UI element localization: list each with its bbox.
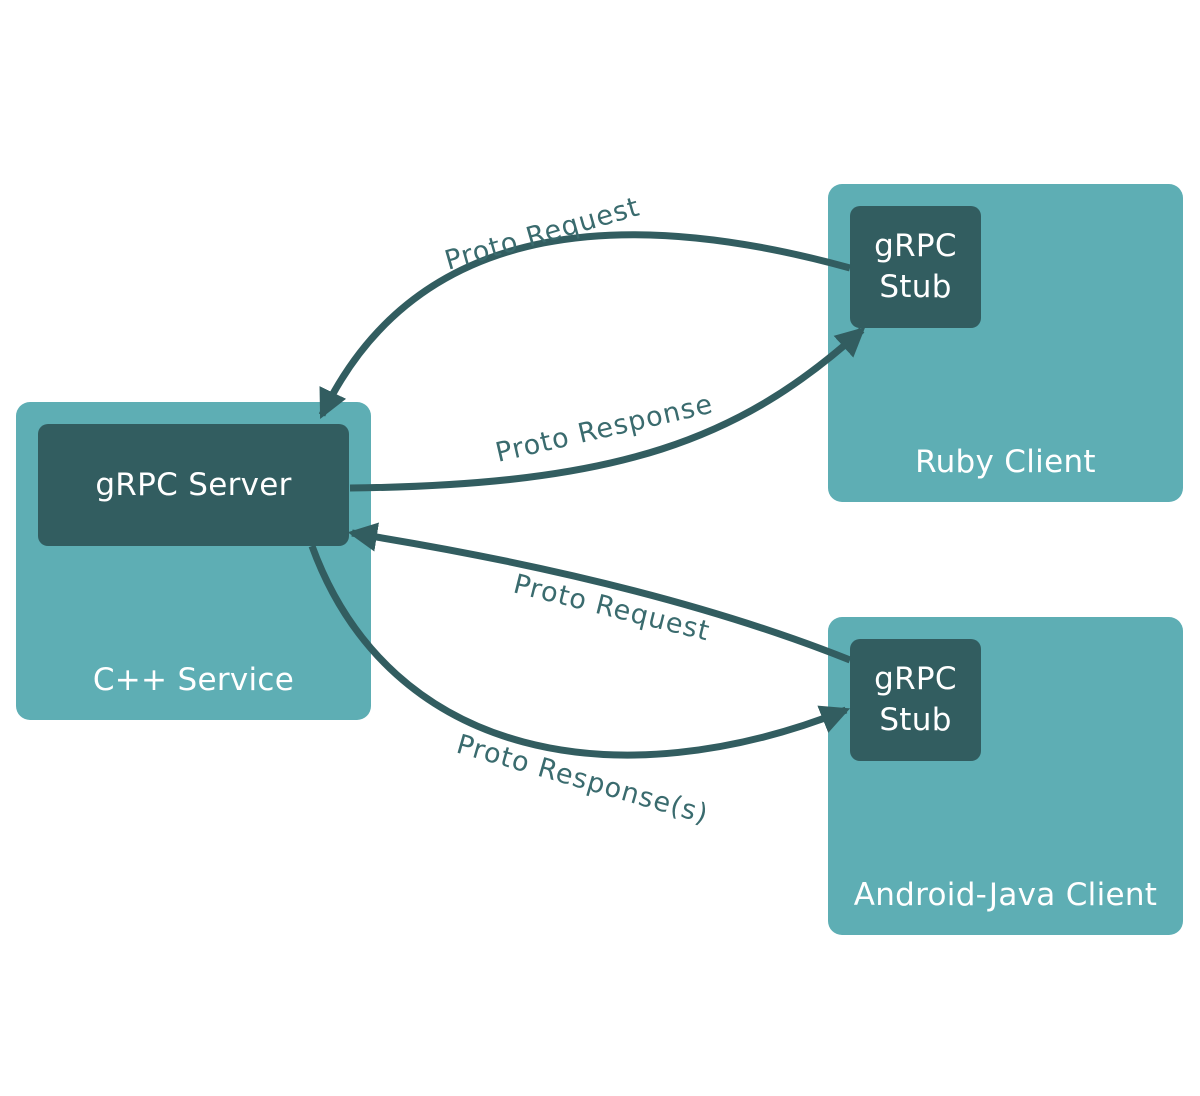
- ruby-response-label: Proto Response: [493, 389, 716, 469]
- grpc-server-label: gRPC Server: [95, 467, 292, 503]
- ruby-client-box: gRPC Stub Ruby Client: [828, 184, 1183, 502]
- android-client-caption: Android-Java Client: [853, 877, 1158, 913]
- android-grpc-stub-label: gRPC Stub: [874, 661, 957, 738]
- ruby-grpc-stub-label: gRPC Stub: [874, 228, 957, 305]
- android-response-label: Proto Response(s): [453, 729, 712, 831]
- android-request-label: Proto Request: [510, 569, 713, 648]
- ruby-client-caption: Ruby Client: [915, 444, 1096, 480]
- cpp-service-box: gRPC Server C++ Service: [16, 402, 371, 720]
- ruby-grpc-stub-box: gRPC Stub: [850, 206, 981, 328]
- cpp-service-caption: C++ Service: [92, 662, 295, 698]
- android-request-arrow: [347, 522, 852, 664]
- android-response-arrow: [308, 544, 851, 759]
- ruby-response-arrow: [349, 327, 866, 492]
- ruby-request-arrow: [318, 231, 851, 419]
- grpc-server-box: gRPC Server: [38, 424, 349, 546]
- android-grpc-stub-box: gRPC Stub: [850, 639, 981, 761]
- android-client-box: gRPC Stub Android-Java Client: [828, 617, 1183, 935]
